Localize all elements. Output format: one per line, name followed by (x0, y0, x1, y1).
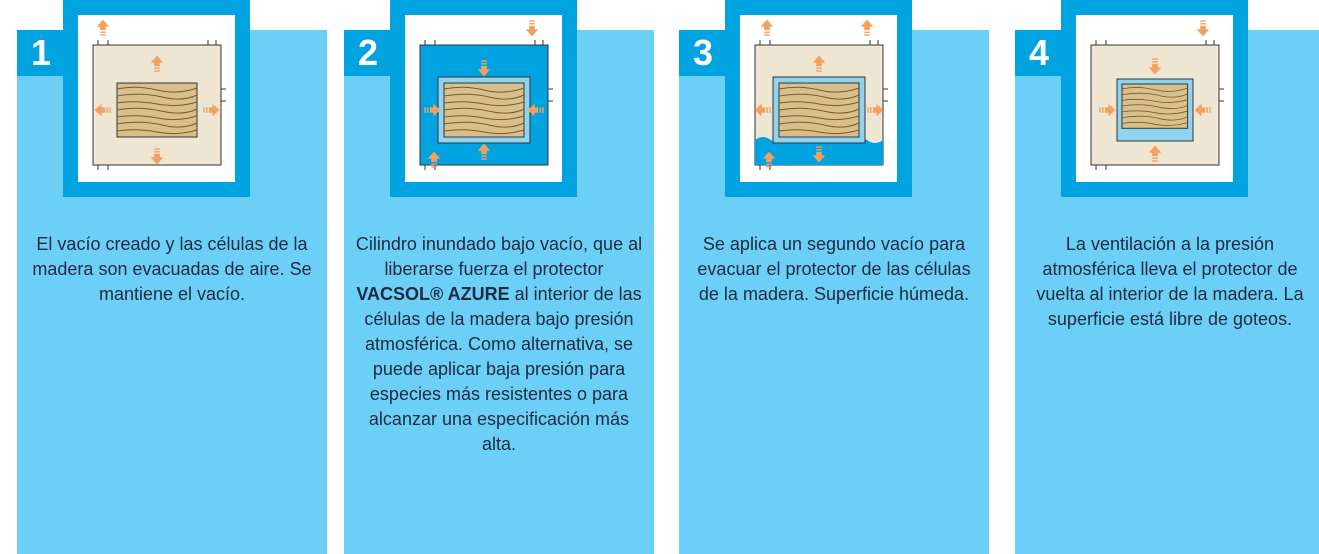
arrow-in-icon (525, 20, 539, 37)
arrow-in-icon (1196, 20, 1210, 37)
step-1-caption: El vacío creado y las células de la made… (32, 234, 312, 304)
arrow-out-icon (860, 19, 874, 36)
step-2-diagram-frame (390, 0, 577, 197)
timber-block (116, 82, 198, 138)
step-3-panel: 3 (679, 0, 989, 554)
step-3-caption: Se aplica un segundo vacío para evacuar … (697, 234, 971, 304)
step-3-diagram (754, 19, 888, 170)
step-number: 2 (344, 30, 392, 76)
timber-block (443, 82, 525, 138)
step-number: 4 (1015, 30, 1063, 76)
timber-block (778, 82, 860, 138)
step-number: 1 (17, 30, 65, 76)
step-1-diagram (92, 19, 226, 170)
step-4-diagram-frame (1061, 0, 1248, 197)
step-3-diagram-frame (725, 0, 912, 197)
step-number: 3 (679, 30, 727, 76)
step-4-panel: 4 La ventilación a la presión atmosféric… (1015, 0, 1319, 554)
product-name: VACSOL® AZURE (356, 284, 510, 304)
step-1-panel: 1 El vacío creado y las células de la ma… (17, 0, 327, 554)
timber-block (1121, 83, 1189, 129)
step-2-diagram (419, 20, 553, 170)
step-2-panel: 2 Cilindro inundado bajo vacío, que al l… (344, 0, 654, 554)
arrow-out-icon (760, 19, 774, 36)
drained-liquid (755, 137, 883, 165)
step-4-diagram (1090, 20, 1224, 170)
step-2-caption: Cilindro inundado bajo vacío, que al lib… (355, 234, 643, 454)
arrow-out-icon (96, 19, 110, 36)
step-4-caption: La ventilación a la presión atmosférica … (1036, 234, 1304, 329)
step-1-diagram-frame (63, 0, 250, 197)
